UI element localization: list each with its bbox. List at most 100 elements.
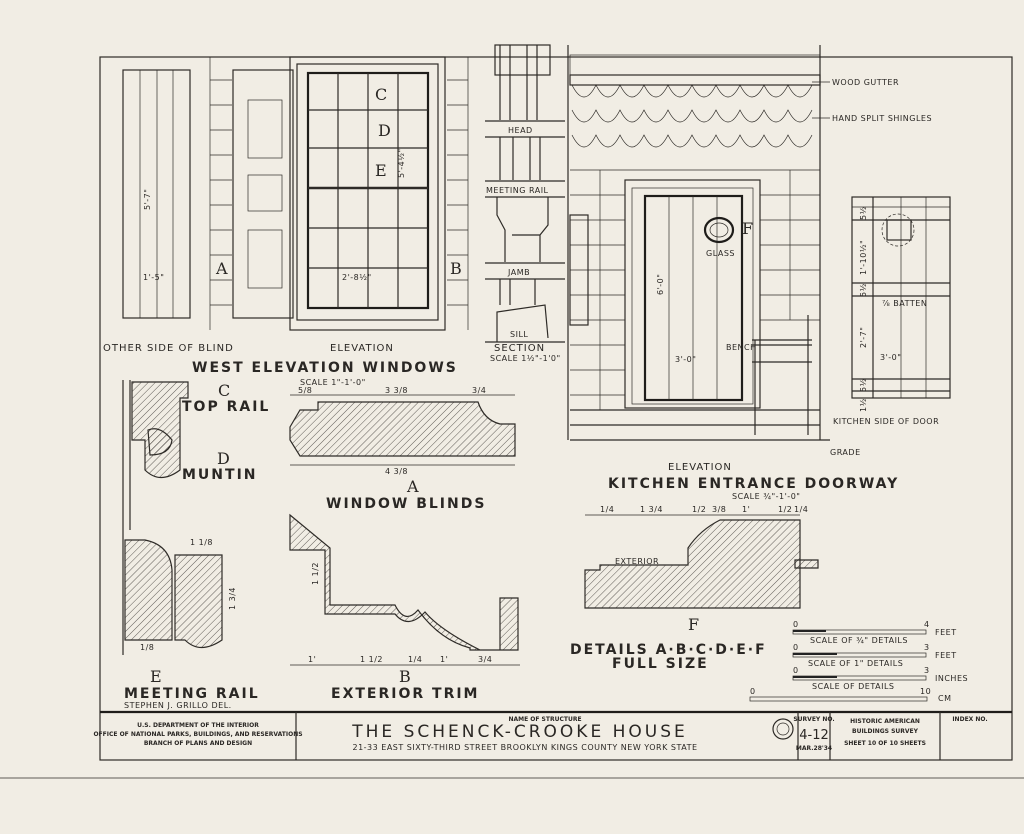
kitchen-entrance-elevation: WOOD GUTTER HAND SPLIT SHINGLES F GLASS … <box>567 45 932 457</box>
wood-gutter <box>569 74 821 86</box>
scale-2-caption: SCALE OF 1" DETAILS <box>808 659 903 668</box>
marker-d: D <box>378 121 393 140</box>
detail-meeting-rail: 1 1/8 1 3/4 1/8 E MEETING RAIL STEPHEN J… <box>122 530 260 710</box>
kitchen-side-dim-3: 5½ <box>859 283 868 297</box>
marker-c: C <box>375 85 389 104</box>
window-width-dim: 2'-8½" <box>342 273 372 282</box>
detail-exterior-trim: 1 1/2 1' 1 1/2 1/4 1' 3/4 B EXTERIOR TRI… <box>289 513 520 702</box>
batten-label: ⅞ BATTEN <box>882 299 927 308</box>
detail-e-label: MEETING RAIL <box>124 686 260 702</box>
detail-a-label: WINDOW BLINDS <box>326 496 486 512</box>
department-seal <box>772 718 794 740</box>
scale-2-end: 3 <box>924 643 930 652</box>
glass-light <box>703 216 735 244</box>
window-section: HEAD MEETING RAIL JAMB SILL SECTION SCAL… <box>485 44 565 363</box>
detail-b-dim-6: 1 1/2 <box>311 562 320 585</box>
section-head: HEAD <box>508 126 533 135</box>
address: 21-33 EAST SIXTY-THIRD STREET BROOKLYN K… <box>352 743 697 752</box>
detail-a-marker: A <box>406 477 421 496</box>
west-windows-title: WEST ELEVATION WINDOWS <box>192 360 458 376</box>
detail-f-dim-6: 1/2 <box>778 505 792 514</box>
title-block: U.S. DEPARTMENT OF THE INTERIOR OFFICE O… <box>93 712 988 760</box>
wood-gutter-label: WOOD GUTTER <box>832 78 899 87</box>
agency-line1: U.S. DEPARTMENT OF THE INTERIOR <box>137 722 259 729</box>
detail-e-dim-1: 1 1/8 <box>190 538 213 547</box>
door-height-dim: 6'-0" <box>656 274 665 295</box>
blind-label: OTHER SIDE OF BLIND <box>103 343 234 354</box>
index-caption: INDEX NO. <box>952 716 987 723</box>
detail-b-dim-1: 1' <box>308 655 316 664</box>
marker-b: B <box>450 259 464 278</box>
west-windows-scale: SCALE 1"-1'-0" <box>300 378 366 387</box>
scalloped-shingles <box>571 84 813 148</box>
detail-d-marker: D <box>217 449 232 468</box>
section-jamb: JAMB <box>507 268 530 277</box>
scale-3-start: 0 <box>793 666 799 675</box>
detail-c-marker: C <box>218 381 232 400</box>
scale-4-start: 0 <box>750 687 756 696</box>
kitchen-title: KITCHEN ENTRANCE DOORWAY <box>608 476 899 492</box>
detail-b-marker: B <box>399 667 413 686</box>
kitchen-side-label: KITCHEN SIDE OF DOOR <box>833 417 939 426</box>
habs-line1: HISTORIC AMERICAN <box>850 718 920 725</box>
door-frame <box>624 179 761 409</box>
survey-date: MAR.28'34 <box>796 745 832 752</box>
detail-f-marker: F <box>688 615 701 634</box>
scale-1-end: 4 <box>924 620 930 629</box>
scale-4-end: 10 <box>920 687 931 696</box>
scale-1-start: 0 <box>793 620 799 629</box>
survey-caption: SURVEY NO. <box>793 716 834 723</box>
detail-f-dim-2: 1 3/4 <box>640 505 663 514</box>
detail-f-dim-5: 1' <box>742 505 750 514</box>
section-sill: SILL <box>510 330 528 339</box>
detail-b-label: EXTERIOR TRIM <box>331 686 480 702</box>
door-width-dim: 3'-0" <box>675 355 696 364</box>
kitchen-side-dim-2: 1'-10½" <box>859 240 868 275</box>
detail-top-rail-muntin: C TOP RAIL D MUNTIN <box>122 380 268 530</box>
graphic-scales: 0 4 FEET SCALE OF ¾" DETAILS 0 3 FEET SC… <box>749 620 968 703</box>
marker-e: E <box>375 161 389 180</box>
detail-f-dim-1: 1/4 <box>600 505 614 514</box>
agency-line3: BRANCH OF PLANS AND DESIGN <box>144 740 252 747</box>
scale-2-unit: FEET <box>935 651 957 660</box>
detail-a-dim-3: 3/4 <box>472 386 486 395</box>
habs-line2: BUILDINGS SURVEY <box>852 728 919 735</box>
kitchen-side-dim-1: 5½ <box>859 206 868 220</box>
kitchen-side-dim-4: 2'-7" <box>859 327 868 348</box>
detail-b-dim-3: 1/4 <box>408 655 422 664</box>
kitchen-side-dim-6: 1½ <box>859 398 868 412</box>
section-meeting-rail: MEETING RAIL <box>486 186 549 195</box>
agency-line2: OFFICE OF NATIONAL PARKS, BUILDINGS, AND… <box>93 731 302 738</box>
scale-2-start: 0 <box>793 643 799 652</box>
detail-f-dim-7: 1/4 <box>794 505 808 514</box>
detail-b-dim-4: 1' <box>440 655 448 664</box>
detail-f-door-section: 1/4 1 3/4 1/2 3/8 1' 1/2 1/4 EXTERIOR F … <box>570 505 819 672</box>
detail-f-dim-4: 3/8 <box>712 505 726 514</box>
bench <box>752 315 812 435</box>
detail-e-dim-2: 1 3/4 <box>228 587 237 610</box>
kitchen-scale: SCALE ¾"-1'-0" <box>732 492 800 501</box>
blind-height-dim: 5'-7" <box>143 189 152 210</box>
details-summary-line1: DETAILS A·B·C·D·E·F <box>570 642 767 658</box>
kitchen-side-width-dim: 3'-0" <box>880 353 901 362</box>
blind-width-dim: 1'-5" <box>143 273 164 282</box>
shutter <box>232 69 294 319</box>
details-summary-line2: FULL SIZE <box>612 656 709 672</box>
sheet-number: SHEET 10 OF 10 SHEETS <box>844 740 926 747</box>
kitchen-door[interactable] <box>643 194 744 402</box>
name-caption: NAME OF STRUCTURE <box>508 716 581 723</box>
delineator: STEPHEN J. GRILLO DEL. <box>124 701 232 710</box>
window-elevation-label: ELEVATION <box>330 343 394 354</box>
kitchen-side-of-door: 5½ 1'-10½" 5½ 2'-7" 5½ 1½ ⅞ BATTEN 3'-0"… <box>833 196 951 426</box>
kitchen-elevation-label: ELEVATION <box>668 462 732 473</box>
kitchen-side-dim-5: 5½ <box>859 378 868 392</box>
sheet-border <box>99 56 1013 761</box>
detail-a-dim-2: 3 3/8 <box>385 386 408 395</box>
detail-a-dim-4: 4 3/8 <box>385 467 408 476</box>
detail-b-dim-2: 1 1/2 <box>360 655 383 664</box>
detail-window-blinds: 5/8 3 3/8 3/4 4 3/8 A WINDOW BLINDS <box>289 386 516 512</box>
scale-3-unit: INCHES <box>935 674 968 683</box>
side-window <box>569 214 589 326</box>
section-scale: SCALE 1½"-1'0" <box>490 354 561 363</box>
